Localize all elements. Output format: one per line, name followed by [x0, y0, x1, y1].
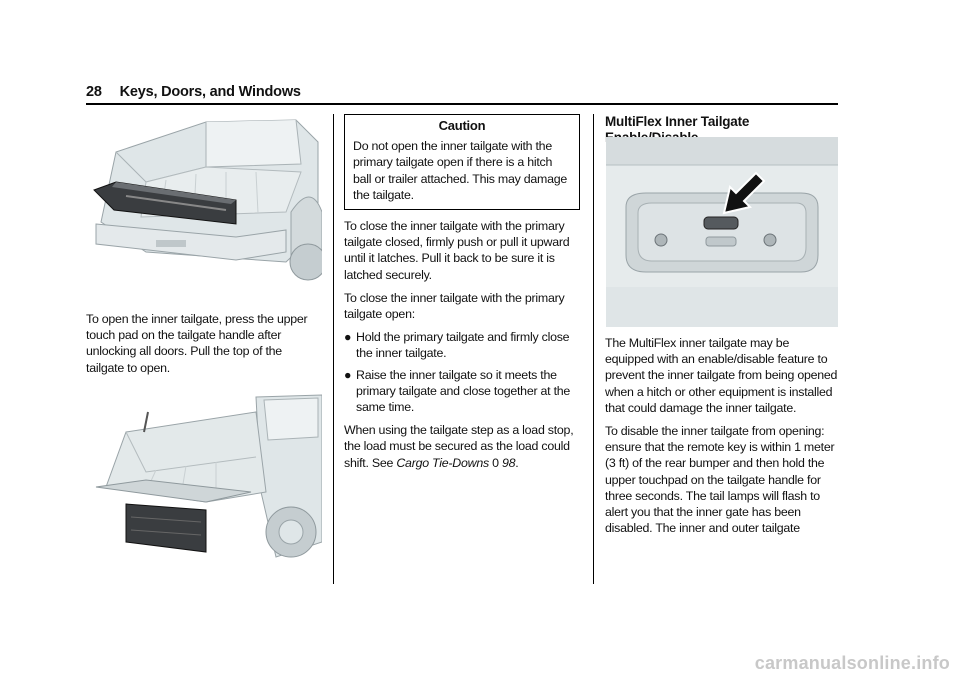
list-item: ● Raise the inner tailgate so it meets th…	[344, 367, 580, 416]
section-title: Keys, Doors, and Windows	[119, 84, 301, 100]
load-stop-paragraph: When using the tailgate step as a load s…	[344, 422, 580, 471]
disable-instructions-paragraph: To disable the inner tailgate from openi…	[605, 424, 835, 536]
bullet-text: Raise the inner tailgate so it meets the…	[356, 367, 571, 415]
tailgate-open-illustration	[86, 112, 322, 287]
period: .	[515, 455, 519, 470]
load-stop-text: When using the tailgate step as a load s…	[344, 423, 574, 470]
bullet-text: Hold the primary tailgate and firmly clo…	[356, 330, 570, 361]
bullet-icon: ●	[344, 367, 352, 382]
open-inner-tailgate-paragraph: To open the inner tailgate, press the up…	[86, 312, 308, 375]
column-1: To open the inner tailgate, press the up…	[86, 311, 322, 383]
caution-text: Do not open the inner tailgate with the …	[353, 139, 568, 202]
page-ref-number[interactable]: 98	[501, 455, 516, 470]
tailgate-handle-illustration	[606, 137, 838, 327]
bullet-list: ● Hold the primary tailgate and firmly cl…	[344, 329, 580, 415]
tailgate-step-illustration	[86, 392, 322, 572]
watermark: carmanualsonline.info	[754, 653, 950, 673]
column-divider-1	[333, 114, 334, 584]
page-ref-icon: 0	[492, 455, 499, 470]
list-item: ● Hold the primary tailgate and firmly cl…	[344, 329, 580, 361]
close-inner-tailgate-paragraph: To close the inner tailgate with the pri…	[344, 219, 570, 282]
page-header: 28 Keys, Doors, and Windows	[86, 84, 301, 100]
cargo-tie-downs-link[interactable]: Cargo Tie-Downs	[396, 455, 489, 470]
header-rule	[86, 103, 838, 105]
bullet-icon: ●	[344, 330, 352, 345]
multiflex-description-paragraph: The MultiFlex inner tailgate may be equi…	[605, 336, 838, 415]
caution-title: Caution	[438, 118, 486, 133]
page-number: 28	[86, 84, 102, 100]
column-3-body: The MultiFlex inner tailgate may be equi…	[605, 335, 841, 543]
column-divider-2	[593, 114, 594, 584]
column-2: Caution Do not open the inner tailgate w…	[344, 114, 580, 478]
close-open-intro-paragraph: To close the inner tailgate with the pri…	[344, 290, 565, 322]
caution-box: Caution Do not open the inner tailgate w…	[344, 114, 580, 211]
